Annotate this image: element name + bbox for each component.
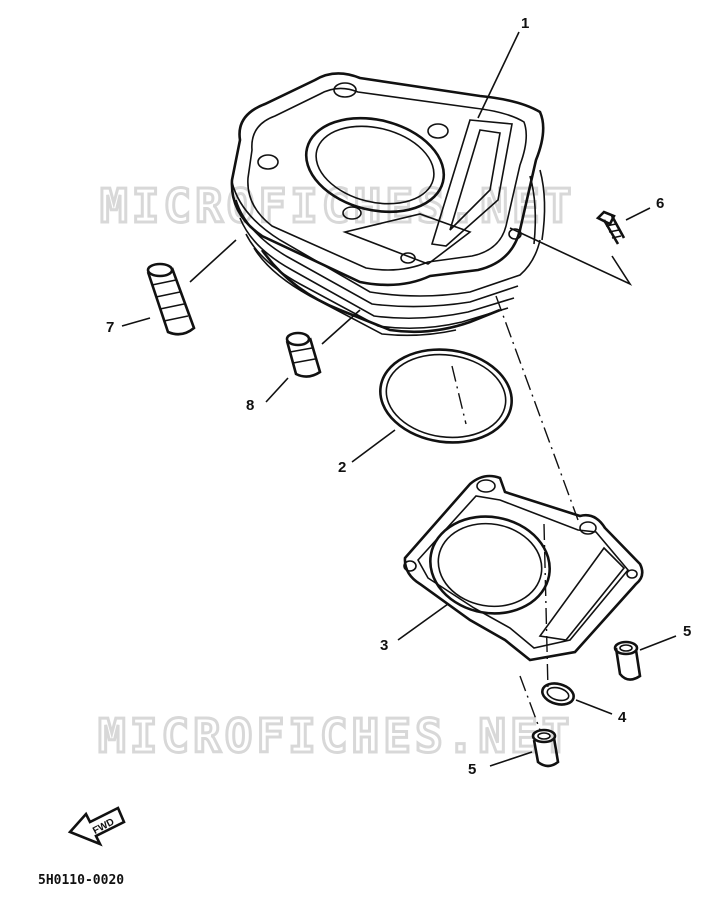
- leader-5-right: [639, 635, 677, 651]
- stud-spring: [146, 262, 196, 336]
- callout-4: 4: [618, 709, 627, 726]
- callout-5-right: 5: [683, 623, 691, 640]
- fwd-arrow-icon: FWD: [67, 806, 126, 847]
- small-o-ring: [541, 682, 575, 706]
- leader-2: [351, 429, 396, 463]
- watermark-top: MICROFICHES.NET: [100, 179, 575, 233]
- diagram-code: 5H0110-0020: [38, 873, 124, 888]
- leader-6-arrow: [509, 227, 633, 286]
- callout-1: 1: [521, 15, 529, 32]
- watermark-bottom: MICROFICHES.NET: [98, 709, 573, 763]
- center-line-oring: [451, 365, 467, 425]
- leader-3: [397, 603, 449, 641]
- leader-6: [625, 207, 651, 221]
- callout-5-left: 5: [468, 761, 476, 778]
- leader-7: [121, 317, 151, 327]
- leader-1: [477, 31, 520, 119]
- dowel-pin-upper: [285, 331, 322, 378]
- bolt: [595, 210, 626, 245]
- dowel-pin-left: [531, 728, 560, 768]
- leader-8-cyl: [321, 309, 361, 345]
- callout-6: 6: [656, 195, 664, 212]
- dowel-pin-right: [613, 640, 642, 681]
- center-line-left-pin: [519, 675, 541, 731]
- cylinder-gasket: [403, 474, 644, 662]
- callout-3: 3: [380, 637, 388, 654]
- leader-7-cyl: [189, 239, 237, 283]
- leader-5-left: [489, 751, 533, 767]
- leader-8: [265, 377, 289, 403]
- callout-2: 2: [338, 459, 346, 476]
- callout-7: 7: [106, 319, 114, 336]
- leader-4: [575, 699, 613, 715]
- center-line-right: [495, 295, 579, 521]
- callout-8: 8: [246, 397, 254, 414]
- o-ring: [379, 348, 513, 444]
- cylinder-body: [230, 72, 546, 337]
